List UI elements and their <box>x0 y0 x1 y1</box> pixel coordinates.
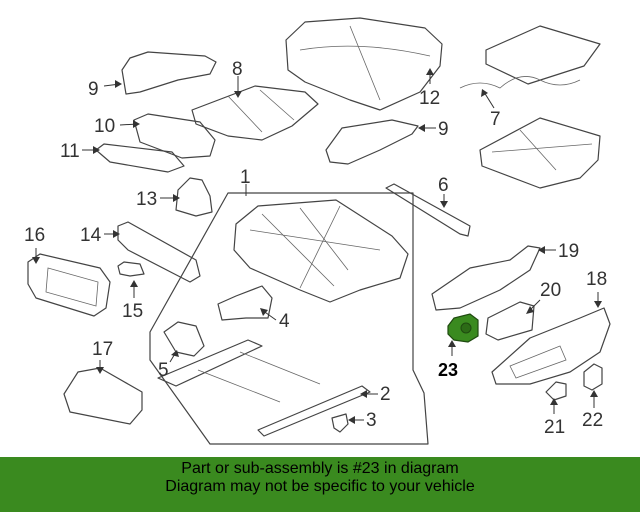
callout-9-top: 9 <box>88 79 99 100</box>
part-1-seat-frame <box>233 199 409 303</box>
callout-3: 3 <box>366 410 377 431</box>
callout-8: 8 <box>232 59 243 80</box>
callout-4: 4 <box>279 311 290 332</box>
part-3-bolt <box>331 413 349 433</box>
callout-11: 11 <box>60 141 80 162</box>
part-21-knob <box>545 381 567 401</box>
banner-line-part: Part or sub-assembly is #23 in diagram <box>181 460 459 477</box>
callout-13: 13 <box>136 189 158 210</box>
callout-2: 2 <box>380 384 391 405</box>
part-2-tracks <box>157 339 263 387</box>
part-5-motor <box>163 321 205 357</box>
callout-9-mid: 9 <box>438 119 449 140</box>
callout-19: 19 <box>558 241 580 262</box>
part-14-trim <box>117 221 201 283</box>
callout-15: 15 <box>122 301 144 322</box>
callout-18: 18 <box>586 269 608 290</box>
callout-6: 6 <box>438 175 449 196</box>
part-19-trim <box>431 245 541 311</box>
callout-14: 14 <box>80 225 102 246</box>
callout-10: 10 <box>94 116 116 137</box>
callout-23-highlighted: 23 <box>438 360 459 380</box>
callout-22: 22 <box>582 410 604 431</box>
parts-diagram <box>27 17 611 445</box>
banner-line-disclaimer: Diagram may not be specific to your vehi… <box>165 478 475 495</box>
callout-1: 1 <box>240 167 251 188</box>
part-8-cushion-pad <box>191 85 319 141</box>
info-banner: Part or sub-assembly is #23 in diagram D… <box>0 457 640 512</box>
part-13-cover <box>175 177 213 217</box>
part-10-bolster <box>133 113 216 159</box>
part-7-cushion <box>479 117 601 189</box>
part-17-module <box>63 367 143 425</box>
part-7-heater-mat <box>485 25 601 85</box>
part-16-module <box>27 253 111 317</box>
part-9-side-trim <box>121 51 217 95</box>
part-6-rail <box>385 183 471 237</box>
seat-frame-group-outline <box>149 192 429 445</box>
part-20-bracket <box>485 301 535 341</box>
callout-16: 16 <box>24 225 46 246</box>
callout-21: 21 <box>544 417 566 438</box>
callout-12: 12 <box>419 88 441 109</box>
part-22-knob <box>583 363 603 391</box>
callout-5: 5 <box>158 360 169 381</box>
callout-20: 20 <box>540 280 562 301</box>
callout-7: 7 <box>490 109 501 130</box>
callout-17: 17 <box>92 339 114 360</box>
part-11-bracket <box>95 143 185 173</box>
part-9-side-trim-2 <box>325 119 419 165</box>
part-15-clip <box>117 261 145 277</box>
part-4-motor <box>217 285 273 321</box>
part-18-side-shield <box>491 307 611 385</box>
